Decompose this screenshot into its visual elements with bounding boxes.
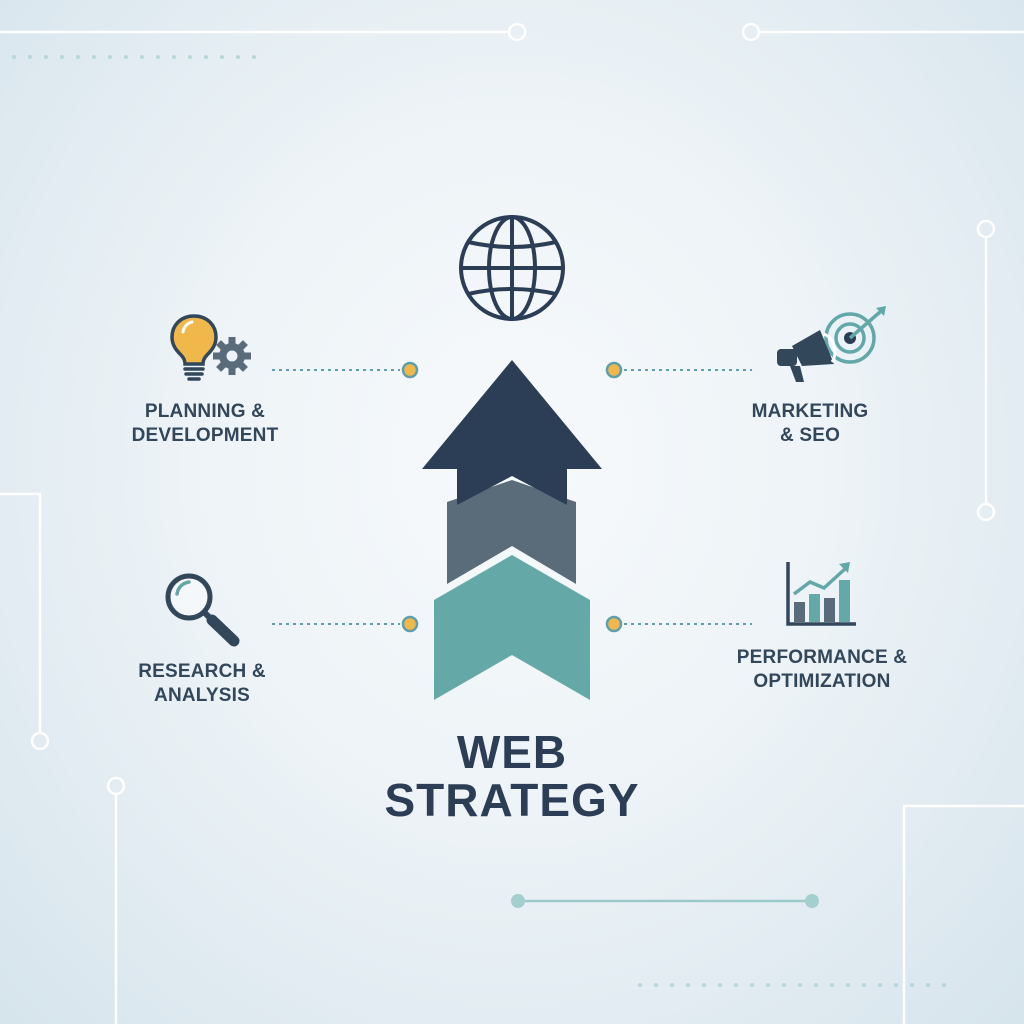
label-performance-optimization: PERFORMANCE & OPTIMIZATION	[736, 647, 908, 692]
bar-chart-growth-icon	[786, 562, 856, 626]
label-research-analysis: RESEARCH & ANALYSIS	[138, 661, 266, 706]
growth-arrow	[422, 360, 602, 700]
title-line-2: STRATEGY	[384, 774, 640, 826]
arrow-head	[422, 360, 602, 505]
label-planning-development: PLANNING & DEVELOPMENT	[131, 401, 279, 446]
title-line-1: WEB	[456, 726, 568, 778]
diagram-title: WEB STRATEGY	[262, 728, 762, 824]
arrow-segment-middle	[447, 480, 576, 584]
label-marketing-seo: MARKETING & SEO	[751, 401, 869, 446]
connector-node	[605, 615, 623, 633]
arrow-segment-bottom	[434, 555, 590, 700]
connector-node	[401, 615, 419, 633]
connector-node	[605, 361, 623, 379]
magnifier-icon	[165, 573, 240, 647]
megaphone-target-icon	[777, 306, 886, 382]
lightbulb-gear-icon	[170, 314, 251, 381]
globe-icon	[459, 215, 565, 321]
connector-node	[401, 361, 419, 379]
